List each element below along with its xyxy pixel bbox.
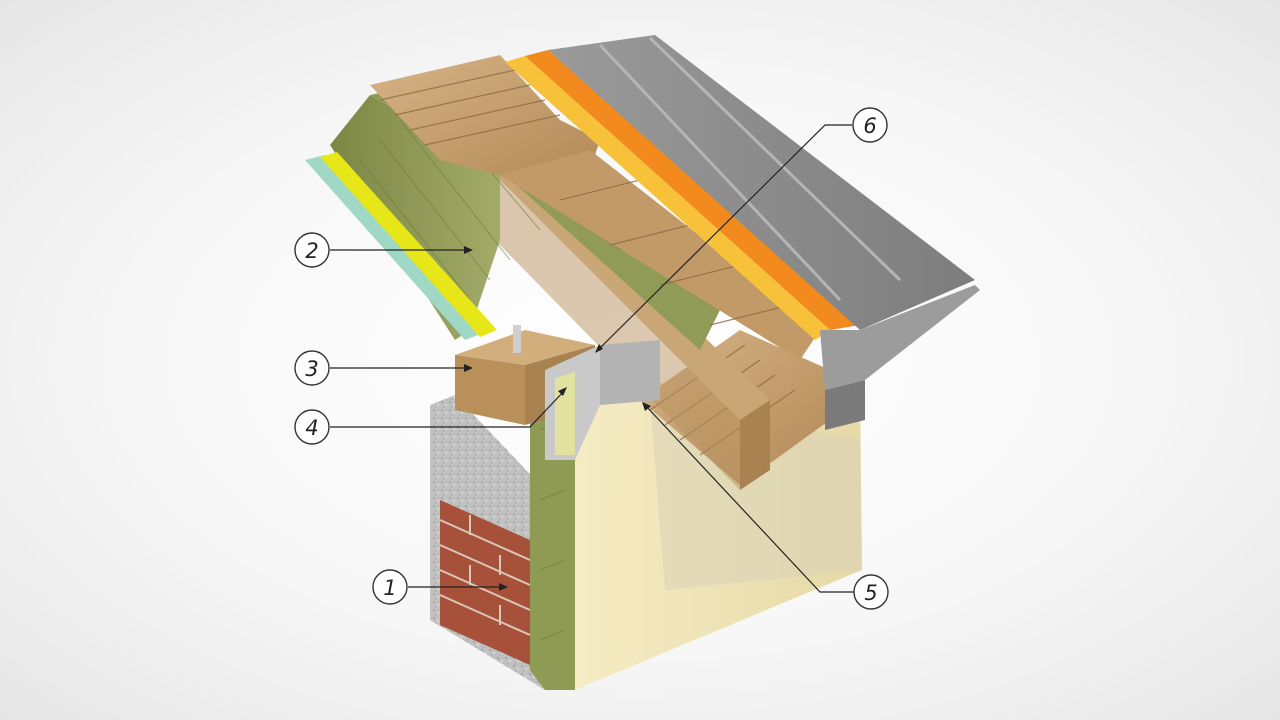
- callout-6: 6: [852, 107, 888, 143]
- callout-3: 3: [294, 350, 330, 386]
- callout-4-label: 4: [305, 416, 318, 440]
- callout-2-label: 2: [305, 239, 318, 263]
- roof-deck-boards: [370, 55, 820, 360]
- arrowhead-2: [464, 246, 473, 254]
- callout-6-label: 6: [863, 114, 876, 138]
- arrowhead-4: [558, 387, 567, 396]
- rafter-beam: [495, 165, 770, 490]
- callout-3-label: 3: [305, 357, 318, 381]
- callout-5-label: 5: [864, 581, 877, 605]
- callout-4: 4: [294, 409, 330, 445]
- callout-1-label: 1: [383, 576, 396, 600]
- leader-6: [597, 124, 852, 351]
- arrowhead-6: [595, 344, 603, 353]
- metal-roof: [548, 35, 980, 430]
- callout-5: 5: [853, 574, 889, 610]
- leader-4: [330, 389, 566, 428]
- vapour-barrier-strip: [305, 152, 497, 340]
- callout-1: 1: [372, 569, 408, 605]
- masonry-wall: [430, 395, 545, 690]
- arrowhead-1: [499, 583, 508, 591]
- leader-5: [644, 404, 854, 593]
- callout-2: 2: [294, 232, 330, 268]
- roof-membranes: [505, 50, 860, 340]
- leader-lines: [330, 124, 854, 593]
- arrowhead-5: [642, 402, 651, 411]
- arrowhead-3: [464, 364, 473, 372]
